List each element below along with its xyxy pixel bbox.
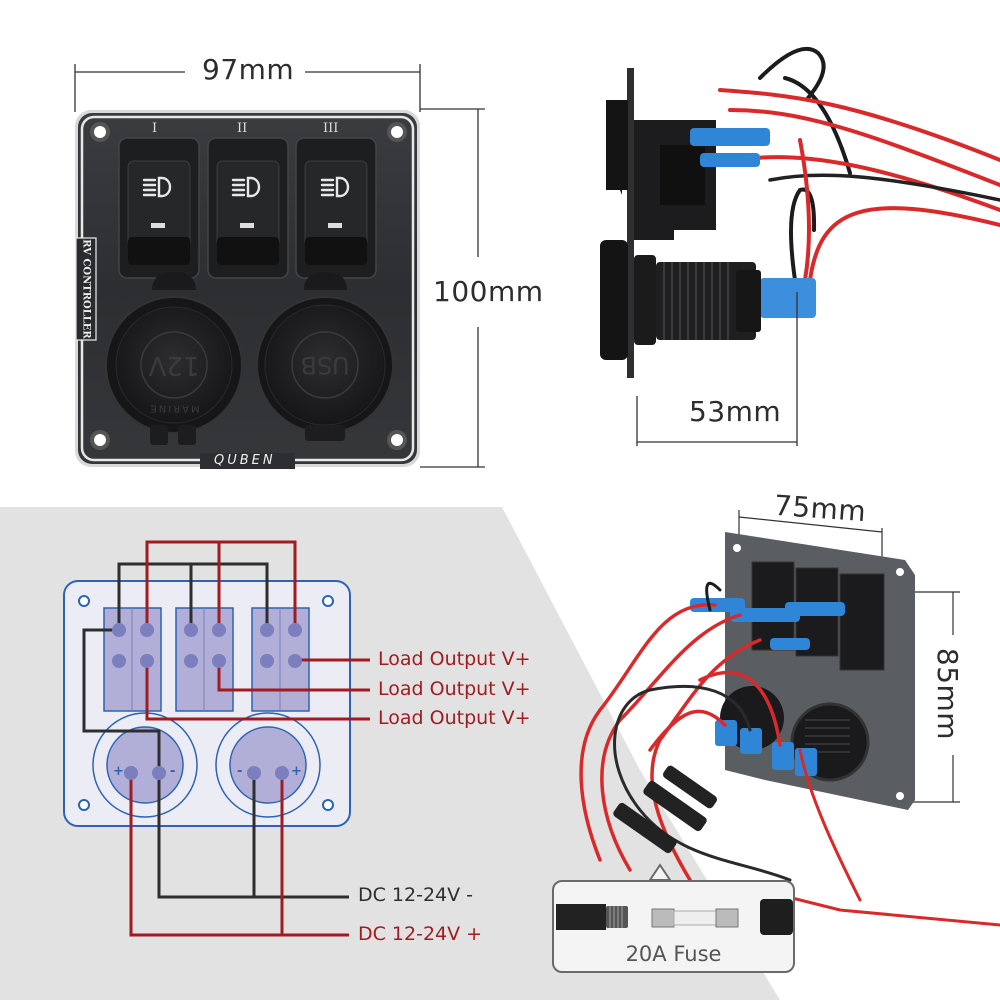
socket-right-plus: + [291,764,302,779]
fuse-illustration [556,899,793,935]
screw-holes [90,122,407,450]
headlight-icon [231,176,261,198]
headlight-icon [142,176,172,198]
back-view: 75mm 85mm [540,480,1000,1000]
brand-logo: QUBEN [214,453,276,468]
load-output-label-1: Load Output V+ [378,648,531,670]
width-dimension-label: 97mm [202,53,295,86]
back-view-drawing [579,510,1000,927]
socket-left-plus: + [113,764,124,779]
switch-label-3: III [323,121,339,136]
front-panel-drawing [74,64,485,469]
wiring-diagram-drawing [63,540,370,937]
wiring-diagram: + - - + Load Output V+ Load Output V+ Lo… [0,480,560,1000]
rv-controller-label: RV CONTROLLER [80,239,92,339]
socket-12v-label: 12V [148,350,200,380]
back-height-dimension-label: 85mm [931,647,964,741]
switch-label-2: II [237,121,248,136]
switch-label-1: I [152,121,158,136]
dc-positive-label: DC 12-24V + [358,923,483,945]
load-output-label-2: Load Output V+ [378,678,531,700]
depth-dimension-label: 53mm [689,395,782,428]
dc-negative-label: DC 12-24V - [358,884,474,906]
load-output-label-3: Load Output V+ [378,707,531,729]
socket-usb-label: USB [300,351,350,379]
side-view: 53mm [560,0,1000,490]
fuse-label: 20A Fuse [625,942,722,966]
socket-12v [105,272,243,445]
height-dimension-label: 100mm [433,275,544,308]
socket-left-minus: - [170,764,176,779]
socket-right-minus: - [237,764,243,779]
fuse-callout: 20A Fuse [552,880,795,973]
back-width-dimension-label: 75mm [772,488,868,529]
side-view-drawing [600,47,1000,446]
socket-usb [256,272,394,441]
headlight-icon [320,176,350,198]
socket-marine-label: MARINE [148,402,200,414]
front-panel-view: 97mm 100mm I II III RV CONTROLLER 12V MA… [0,0,560,490]
